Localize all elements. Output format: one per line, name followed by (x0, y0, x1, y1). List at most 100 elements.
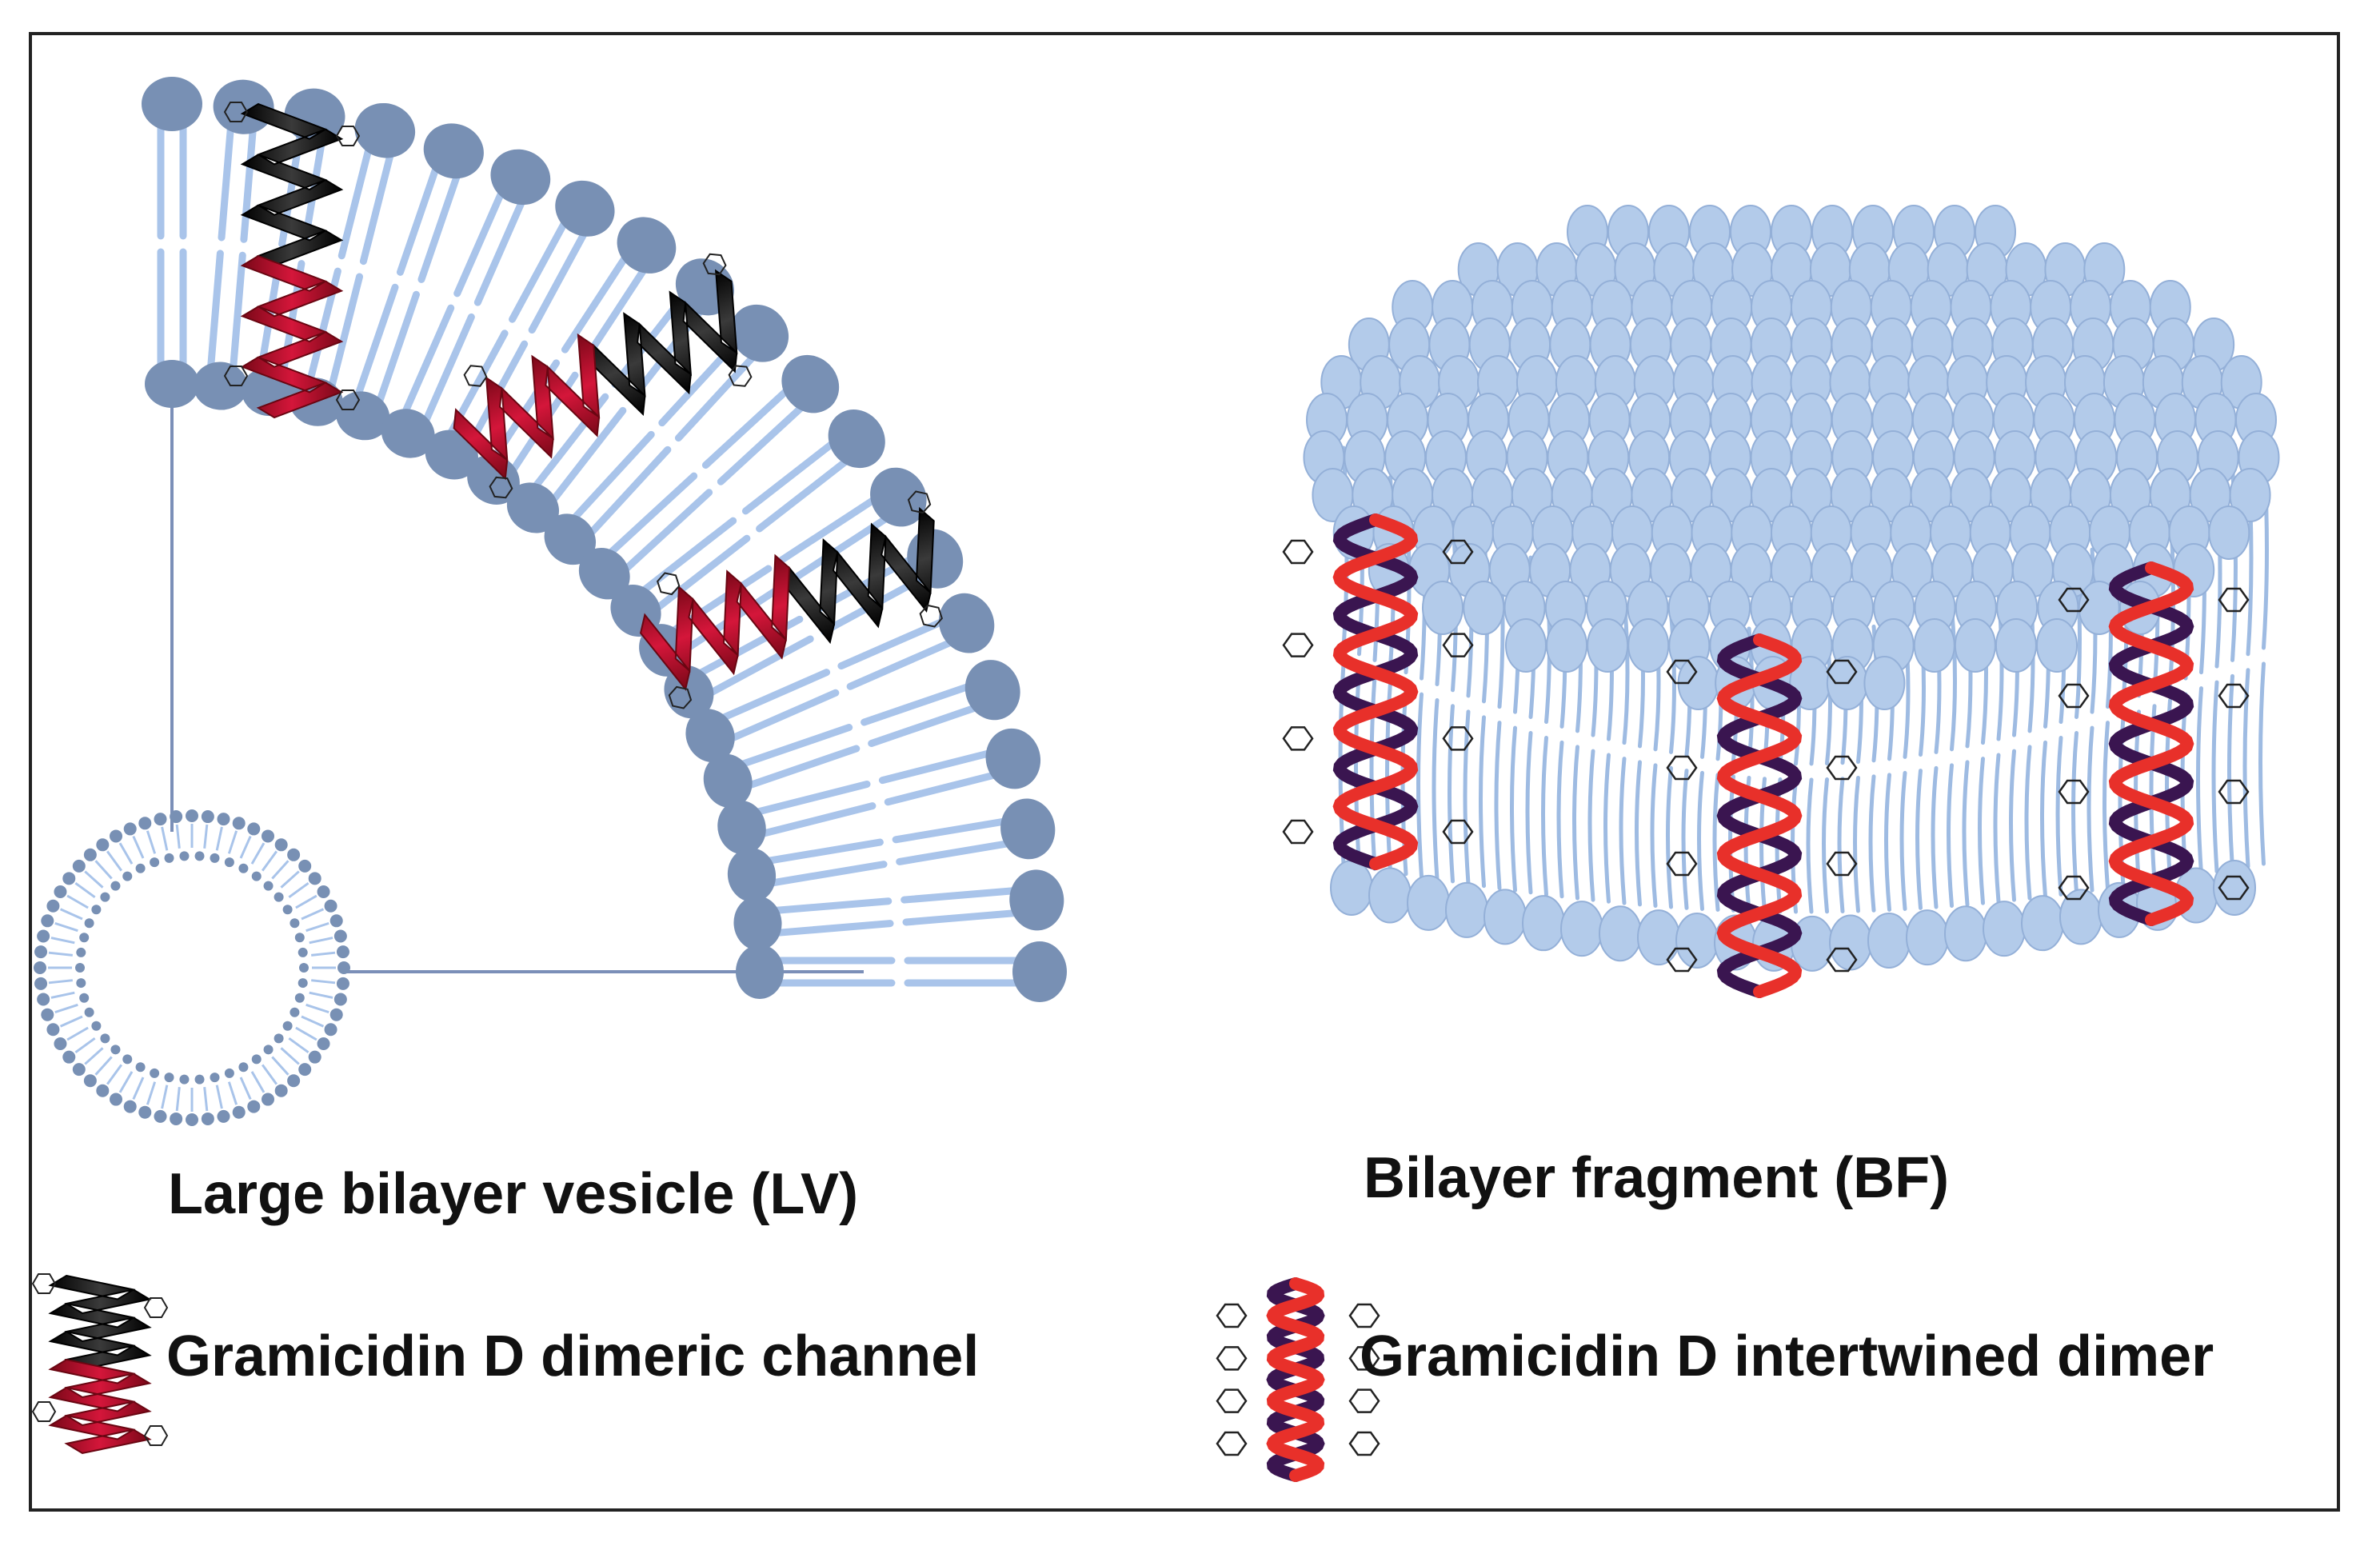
helix-turn (453, 333, 601, 481)
lipid-tail (739, 724, 853, 768)
vesicle-head (324, 1023, 337, 1037)
vesicle-head (76, 978, 86, 989)
vesicle-head (201, 810, 214, 824)
vesicle-tail (54, 921, 78, 933)
vesicle-tail (301, 908, 325, 921)
vesicle-head (54, 885, 67, 898)
vesicle-head (298, 859, 312, 873)
lipid-tail (1950, 606, 1957, 752)
vesicle-tail (305, 1003, 329, 1014)
bf-bottom-heads (1330, 860, 2256, 972)
vesicle-head (224, 857, 234, 868)
lipid-tail (1463, 709, 1471, 886)
lipid-tail (868, 703, 981, 748)
lipid-head (2213, 860, 2256, 916)
lipid-tail (769, 861, 888, 887)
lipid-head (1627, 618, 1670, 673)
helix-strand (1266, 1277, 1325, 1482)
vesicle-tail (106, 1064, 123, 1085)
vesicle-head (170, 810, 183, 824)
lipid-head (381, 409, 435, 458)
bf-label: Bilayer fragment (BF) (1364, 1146, 1950, 1210)
vesicle-head (217, 813, 230, 826)
helix-strand (1716, 633, 1803, 998)
vesicle-head (263, 881, 274, 891)
lipid-tail (1947, 763, 1954, 908)
vesicle-head (232, 817, 246, 830)
helix-turn (590, 269, 738, 417)
lipid-head (730, 304, 789, 362)
gramicidin-dimer (1666, 633, 1858, 998)
lipid-tail (654, 534, 751, 611)
vesicle-head (336, 977, 349, 990)
lipid-tail (1822, 777, 1829, 914)
vesicle-tail (94, 860, 113, 880)
lipid-tail (720, 669, 831, 721)
lipid-head (2036, 618, 2079, 673)
vesicle-head (282, 1021, 293, 1031)
side-chain (31, 1273, 57, 1294)
vesicle-head (110, 881, 121, 891)
lipid-head (1599, 905, 1642, 962)
lipid-tail (775, 920, 894, 937)
side-chain (1826, 755, 1858, 781)
vesicle-head (337, 961, 350, 974)
lipid-tail (773, 897, 892, 914)
large-bilayer-vesicle-diagram (34, 77, 1067, 1126)
helix-turn (48, 1274, 152, 1371)
vesicle-head (110, 1093, 122, 1106)
vesicle-head (41, 1008, 54, 1021)
vesicle-tail (288, 1037, 309, 1054)
vesicle-tail (84, 870, 104, 889)
lipid-head (617, 217, 677, 274)
lipid-head (2021, 895, 2064, 952)
vesicle-tail (50, 991, 75, 999)
vesicle-tail (94, 1056, 113, 1076)
vesicle-head (333, 929, 347, 943)
side-chain (1826, 659, 1858, 685)
lipid-tail (528, 227, 589, 334)
vesicle-head (154, 813, 167, 826)
vesicle-head (110, 1045, 121, 1055)
lipid-tail (2071, 730, 2079, 895)
lipid-head (1867, 912, 1911, 969)
lipid-tail (2009, 749, 2016, 902)
lipid-tail (240, 124, 257, 243)
lipid-tail (1603, 753, 1611, 904)
vesicle-head (72, 1063, 86, 1077)
vesicle-tail (311, 979, 336, 985)
lipid-tail (1635, 760, 1642, 907)
side-chain (2058, 683, 2090, 709)
lipid-tail (1619, 757, 1627, 905)
lipid-tail (355, 283, 399, 397)
vesicle-tail (261, 850, 278, 872)
lipid-head (964, 660, 1020, 721)
vesicle-head (46, 1023, 60, 1037)
gramicidin-channel (640, 490, 943, 709)
lipid-head (828, 409, 885, 469)
lipid-tail (701, 386, 792, 469)
side-chain (2218, 779, 2250, 805)
side-chain (1282, 633, 1314, 657)
lipid-tail (741, 438, 838, 515)
vesicle-head (186, 809, 198, 822)
vesicle-head (41, 914, 54, 928)
lipid-tail (376, 290, 420, 405)
lipid-tail (708, 635, 814, 697)
side-chain (31, 1401, 57, 1422)
vesicle-tail (261, 1064, 278, 1085)
vesicle-head (75, 963, 85, 973)
lipid-tail (328, 273, 364, 389)
lipid-tail (765, 838, 884, 865)
lipid-head (555, 180, 615, 237)
side-chain (2058, 587, 2090, 613)
lipid-tail (717, 401, 807, 485)
figure-frame (29, 32, 2340, 1512)
lipid-tail (1697, 770, 1704, 911)
vesicle-head (179, 1074, 190, 1085)
gramicidin-intertwined-dimer-icon (1216, 1277, 1380, 1482)
side-chain (223, 366, 249, 386)
lipid-head (1421, 581, 1464, 635)
vesicle-head (34, 977, 48, 990)
helix-strand (1332, 513, 1419, 870)
